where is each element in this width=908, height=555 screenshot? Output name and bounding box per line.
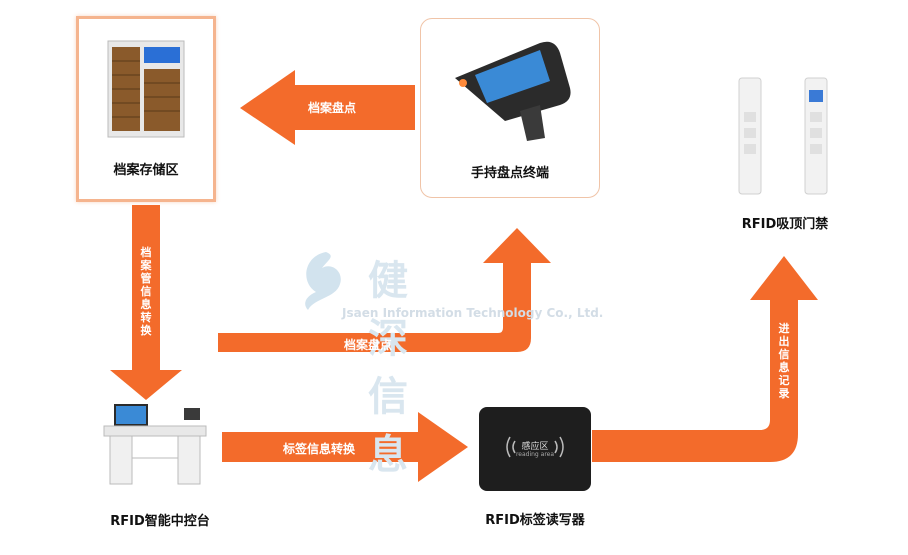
arrow-label-top: 档案盘点 xyxy=(308,101,357,115)
arrow-handheld-to-storage xyxy=(240,70,415,145)
arrow-label-right: 进出信息记录 xyxy=(778,322,790,400)
arrow-console-to-reader xyxy=(222,412,468,482)
archive-cabinet-icon xyxy=(107,40,185,138)
rfid-reader-pad: 感应区 reading area xyxy=(479,407,591,491)
reader-pad-label: 感应区 xyxy=(521,442,549,452)
storage-box: 档案存储区 xyxy=(76,16,216,202)
handheld-box: 手持盘点终端 xyxy=(420,18,600,198)
arrow-reader-to-gate xyxy=(592,256,818,462)
arrow-label-left: 档案管信息转换 xyxy=(140,246,152,337)
handheld-label: 手持盘点终端 xyxy=(470,166,549,181)
arrow-label-middle: 档案盘点 xyxy=(344,338,393,352)
reader-label: RFID标签读写器 xyxy=(485,513,585,528)
gate-label: RFID吸顶门禁 xyxy=(741,217,829,232)
rfid-console-icon xyxy=(103,404,207,485)
watermark-subtitle: Jsaen Information Technology Co., Ltd. xyxy=(342,306,604,320)
rfid-gate-icon xyxy=(738,77,828,195)
arrow-label-bottom: 标签信息转换 xyxy=(283,442,356,456)
storage-label: 档案存储区 xyxy=(113,163,179,178)
wireless-signal-icon xyxy=(506,436,564,458)
console-label: RFID智能中控台 xyxy=(110,514,210,529)
arrow-console-to-handheld xyxy=(218,228,551,352)
reader-pad-sublabel: reading area xyxy=(515,451,555,458)
arrow-storage-to-console xyxy=(110,205,182,400)
watermark-logo-icon xyxy=(305,252,341,310)
watermark-title: 健深信息 xyxy=(368,258,422,478)
handheld-terminal-icon xyxy=(455,41,571,141)
